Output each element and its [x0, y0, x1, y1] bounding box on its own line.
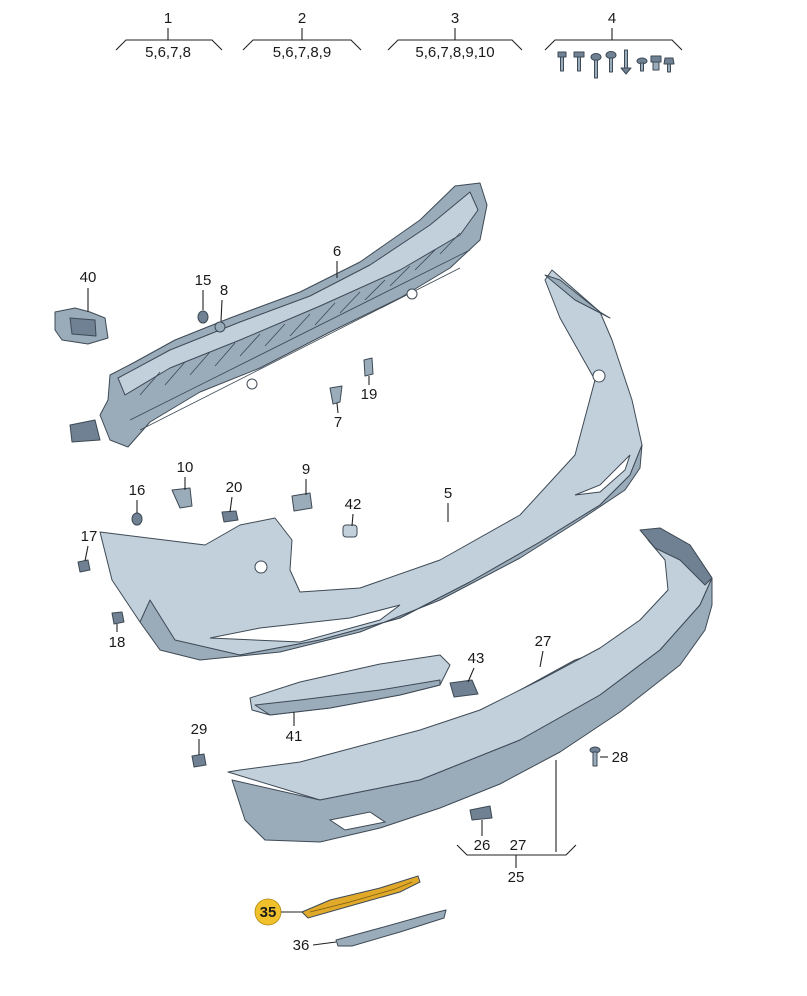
callout-41: 41 [286, 712, 303, 745]
nut-16-part [131, 512, 143, 526]
screw-18-part [111, 611, 125, 625]
callout-9: 9 [302, 461, 310, 495]
group-3-number: 3 [451, 10, 459, 27]
callout-8: 8 [220, 282, 228, 322]
callout-28-label: 28 [612, 749, 629, 766]
callout-29: 29 [191, 721, 208, 755]
callout-19: 19 [361, 376, 378, 403]
guide-10-part [171, 487, 193, 509]
plug-26-part [469, 805, 493, 821]
callout-43-label: 43 [468, 650, 485, 667]
fastener-set-icon [557, 49, 675, 79]
group-1-number: 1 [164, 10, 172, 27]
group-4-number: 4 [608, 10, 616, 27]
callout-35-label: 35 [260, 904, 277, 921]
callout-16: 16 [129, 482, 146, 513]
callout-27-top-label: 27 [535, 633, 552, 650]
callout-17: 17 [81, 528, 98, 562]
group-4: 4 [544, 10, 683, 79]
impact-absorber-part [69, 182, 488, 448]
group-2-number: 2 [298, 10, 306, 27]
callout-18: 18 [109, 624, 126, 651]
callout-36-label: 36 [293, 937, 310, 954]
callout-25-bracket: 25 26 27 [456, 760, 577, 886]
callout-25-label: 25 [508, 869, 525, 886]
callout-41-label: 41 [286, 728, 303, 745]
callout-6: 6 [333, 243, 341, 278]
callout-17-label: 17 [81, 528, 98, 545]
callout-18-label: 18 [109, 634, 126, 651]
group-2: 2 5,6,7,8,9 [242, 10, 362, 61]
bracket-40-part [54, 307, 109, 345]
trim-41-part [249, 654, 451, 716]
screw-29-part [191, 753, 207, 768]
nut-15-part [197, 310, 209, 324]
callout-8-label: 8 [220, 282, 228, 299]
callout-16-label: 16 [129, 482, 146, 499]
callout-20-label: 20 [226, 479, 243, 496]
screw-28-part [589, 746, 601, 767]
callout-15: 15 [195, 272, 212, 310]
callout-26-label: 26 [474, 837, 491, 854]
callout-40: 40 [80, 269, 97, 312]
group-1-items: 5,6,7,8 [145, 44, 191, 61]
clip-7-part [329, 385, 343, 405]
callout-6-label: 6 [333, 243, 341, 260]
group-3: 3 5,6,7,8,9,10 [387, 10, 523, 61]
callout-40-label: 40 [80, 269, 97, 286]
callout-5: 5 [444, 485, 452, 522]
callout-42-label: 42 [345, 496, 362, 513]
callout-10: 10 [177, 459, 194, 490]
callout-10-label: 10 [177, 459, 194, 476]
callout-7: 7 [334, 402, 342, 431]
callout-43: 43 [467, 650, 485, 683]
bumper-cover-part [99, 269, 643, 661]
group-1: 1 5,6,7,8 [115, 10, 223, 61]
callout-27-top: 27 [535, 633, 552, 668]
callout-9-label: 9 [302, 461, 310, 478]
callout-15-label: 15 [195, 272, 212, 289]
callout-28: 28 [600, 749, 628, 766]
guide-35-part [301, 875, 421, 919]
callout-29-label: 29 [191, 721, 208, 738]
group-2-items: 5,6,7,8,9 [273, 44, 331, 61]
callout-5-label: 5 [444, 485, 452, 502]
group-3-items: 5,6,7,8,9,10 [415, 44, 494, 61]
screw-17-part [77, 559, 91, 573]
washer-8-part [214, 321, 226, 333]
clip-19-part [363, 357, 374, 377]
cap-42-part [342, 524, 358, 538]
callout-35: 35 [254, 898, 303, 926]
bracket-43-part [449, 679, 479, 698]
trim-36-part [335, 909, 447, 947]
callout-27-bottom-label: 27 [510, 837, 527, 854]
nut-20-part [221, 510, 239, 523]
holder-9-part [291, 492, 313, 512]
callout-42: 42 [345, 496, 362, 527]
diffuser-25-part [227, 527, 713, 843]
callout-19-label: 19 [361, 386, 378, 403]
callout-36: 36 [293, 937, 337, 954]
callout-20: 20 [226, 479, 243, 513]
callout-7-label: 7 [334, 414, 342, 431]
